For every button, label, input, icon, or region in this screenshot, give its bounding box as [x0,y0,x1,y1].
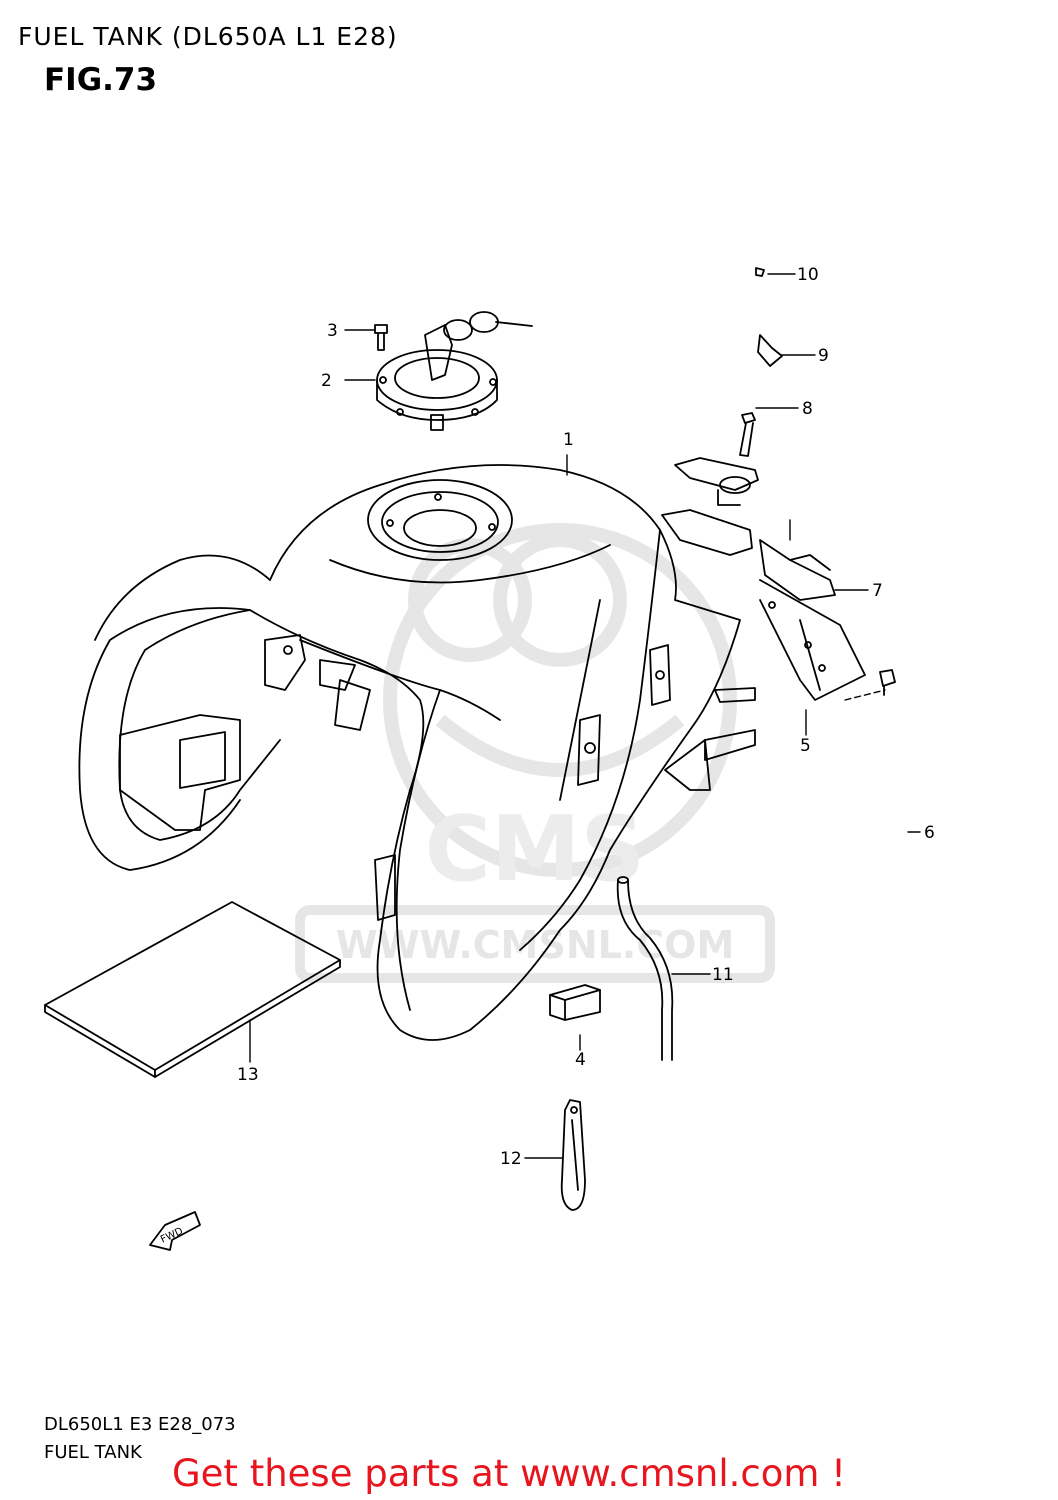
diagram-code: DL650L1 E3 E28_073 [44,1414,236,1435]
callout-6: 6 [924,823,935,843]
callout-10: 10 [797,265,819,285]
callout-12: 12 [500,1149,522,1169]
callout-3: 3 [327,321,338,341]
breather-hose [616,876,674,1061]
callout-4: 4 [575,1050,586,1070]
watermark-logo [383,523,737,877]
pad-sheet [44,901,341,1078]
callout-8: 8 [802,399,813,419]
watermark-brand: CMS [425,797,645,902]
cap-bolt [374,324,388,351]
mounting-bracket [661,457,866,791]
cushion-block [549,984,601,1021]
callout-7: 7 [872,581,883,601]
diagram-name: FUEL TANK [44,1442,142,1463]
callout-2: 2 [321,371,332,391]
fuel-cap [376,311,533,431]
page-title: FUEL TANK (DL650A L1 E28) [18,22,398,51]
callout-1: 1 [563,430,574,450]
callout-9: 9 [818,346,829,366]
tank-strap [560,1099,586,1211]
fuel-tank [78,464,741,1041]
figure-number: FIG.73 [44,62,158,98]
small-hardware [739,267,896,696]
callout-13: 13 [237,1065,259,1085]
promo-link[interactable]: Get these parts at www.cmsnl.com ! [172,1452,847,1495]
watermark-url: WWW.CMSNL.COM [336,923,735,967]
watermark-text: WWW.CMSNL.COM CMS [295,797,775,983]
callout-11: 11 [712,965,734,985]
callout-5: 5 [800,736,811,756]
leader-lines [249,273,921,1159]
forward-direction-arrow [149,1211,201,1251]
